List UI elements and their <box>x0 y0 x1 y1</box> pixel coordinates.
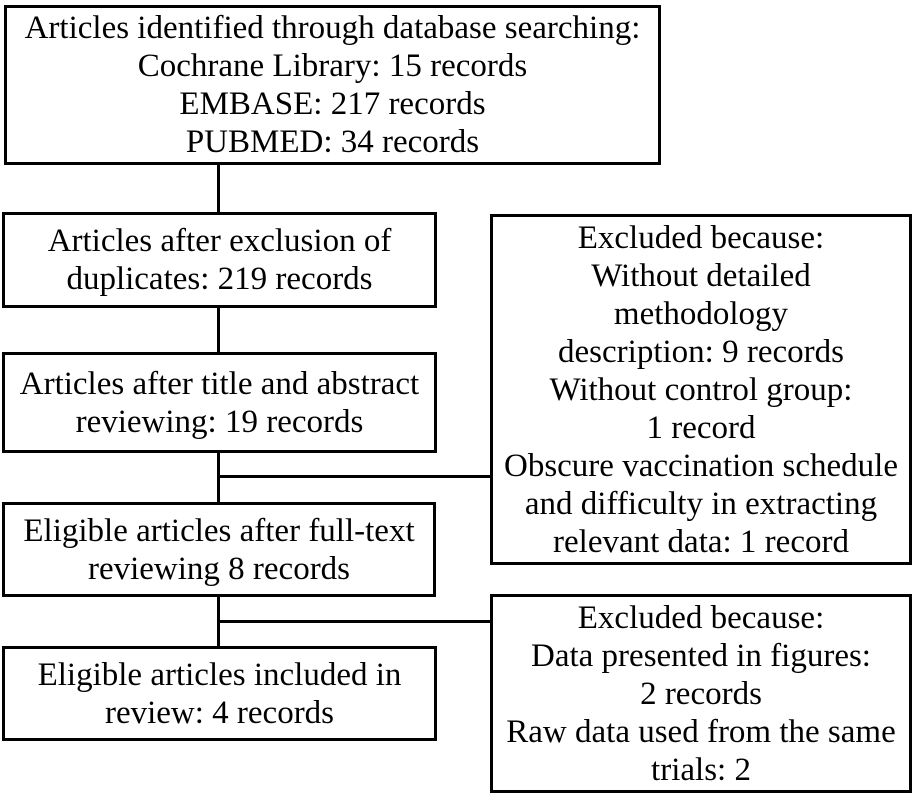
connector-title-abstract-to-fulltext <box>217 452 220 503</box>
node-excluded-final: Excluded because: Data presented in figu… <box>490 594 912 793</box>
node-after-title-abstract-review: Articles after title and abstract review… <box>2 352 437 453</box>
node-included-in-review: Eligible articles included in review: 4 … <box>2 646 437 741</box>
connector-branch-to-excluded-final <box>219 620 490 623</box>
node-excluded-after-fulltext: Excluded because: Without detailed metho… <box>490 214 912 565</box>
node-after-duplicate-exclusion: Articles after exclusion of duplicates: … <box>2 212 437 308</box>
node-after-fulltext-review: Eligible articles after full-text review… <box>2 502 436 597</box>
connector-identified-to-duplicates <box>217 164 220 213</box>
connector-fulltext-to-included <box>217 596 220 647</box>
connector-duplicates-to-title-abstract <box>217 307 220 353</box>
node-articles-identified: Articles identified through database sea… <box>4 5 661 165</box>
connector-branch-to-excluded-fulltext <box>219 475 490 478</box>
